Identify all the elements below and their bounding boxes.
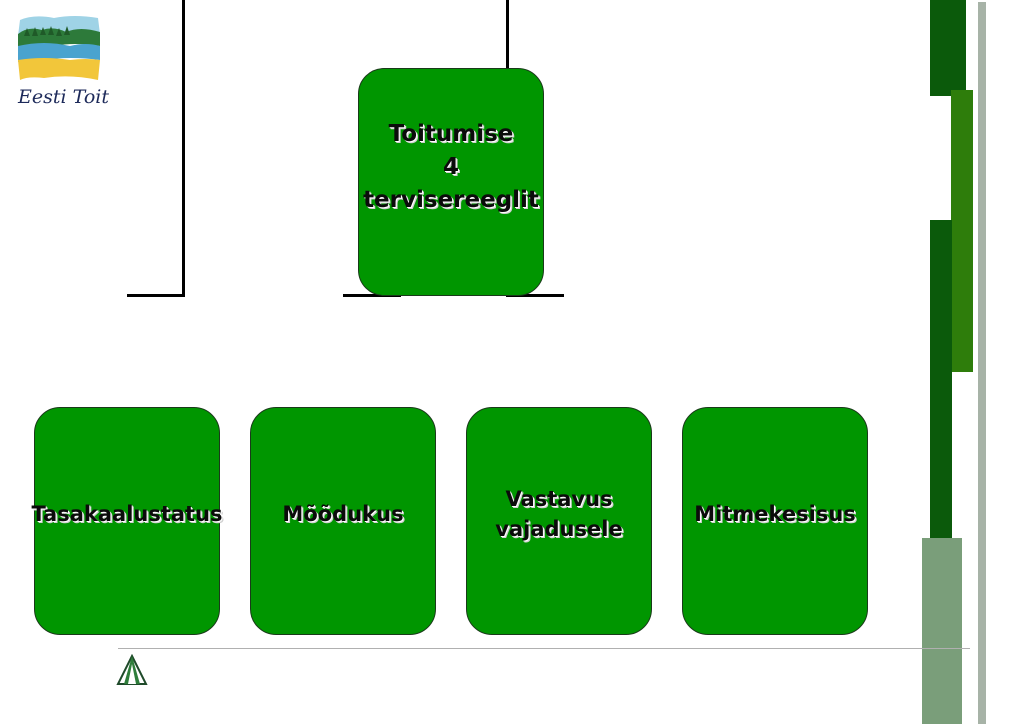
child-node-2: Mõõdukus xyxy=(250,407,436,635)
connector-center-vertical xyxy=(506,0,509,70)
decor-bar-mid xyxy=(951,90,973,372)
child-node-3: Vastavus vajadusele xyxy=(466,407,652,635)
connector-left-horizontal xyxy=(127,294,185,297)
root-node-label: Toitumise 4 tervisereeglit xyxy=(363,120,539,213)
child-node-2-label: Mõõdukus xyxy=(282,502,404,526)
child-node-1-label: Tasakaalustatus xyxy=(31,502,223,526)
connector-center-left-horizontal xyxy=(343,294,401,297)
decor-bar-dark-top xyxy=(930,0,966,96)
child-node-3-label: Vastavus vajadusele xyxy=(495,487,623,541)
connector-center-right-horizontal xyxy=(506,294,564,297)
child-node-1: Tasakaalustatus xyxy=(31,407,223,635)
connector-left-vertical xyxy=(182,0,185,297)
child-node-4-label: Mitmekesisus xyxy=(694,502,856,526)
decor-bar-pale xyxy=(922,538,962,724)
decor-bar-dark-lower xyxy=(930,220,952,588)
footer-a-logo-icon xyxy=(116,654,148,685)
logo-text: Eesti Toit xyxy=(18,86,109,108)
root-node: Toitumise 4 tervisereeglit xyxy=(358,68,544,296)
landscape-logo-icon xyxy=(18,16,100,80)
footer-divider xyxy=(118,648,970,649)
child-node-4: Mitmekesisus xyxy=(682,407,868,635)
decor-bar-grey xyxy=(978,2,986,724)
eesti-toit-logo: Eesti Toit xyxy=(14,12,109,116)
